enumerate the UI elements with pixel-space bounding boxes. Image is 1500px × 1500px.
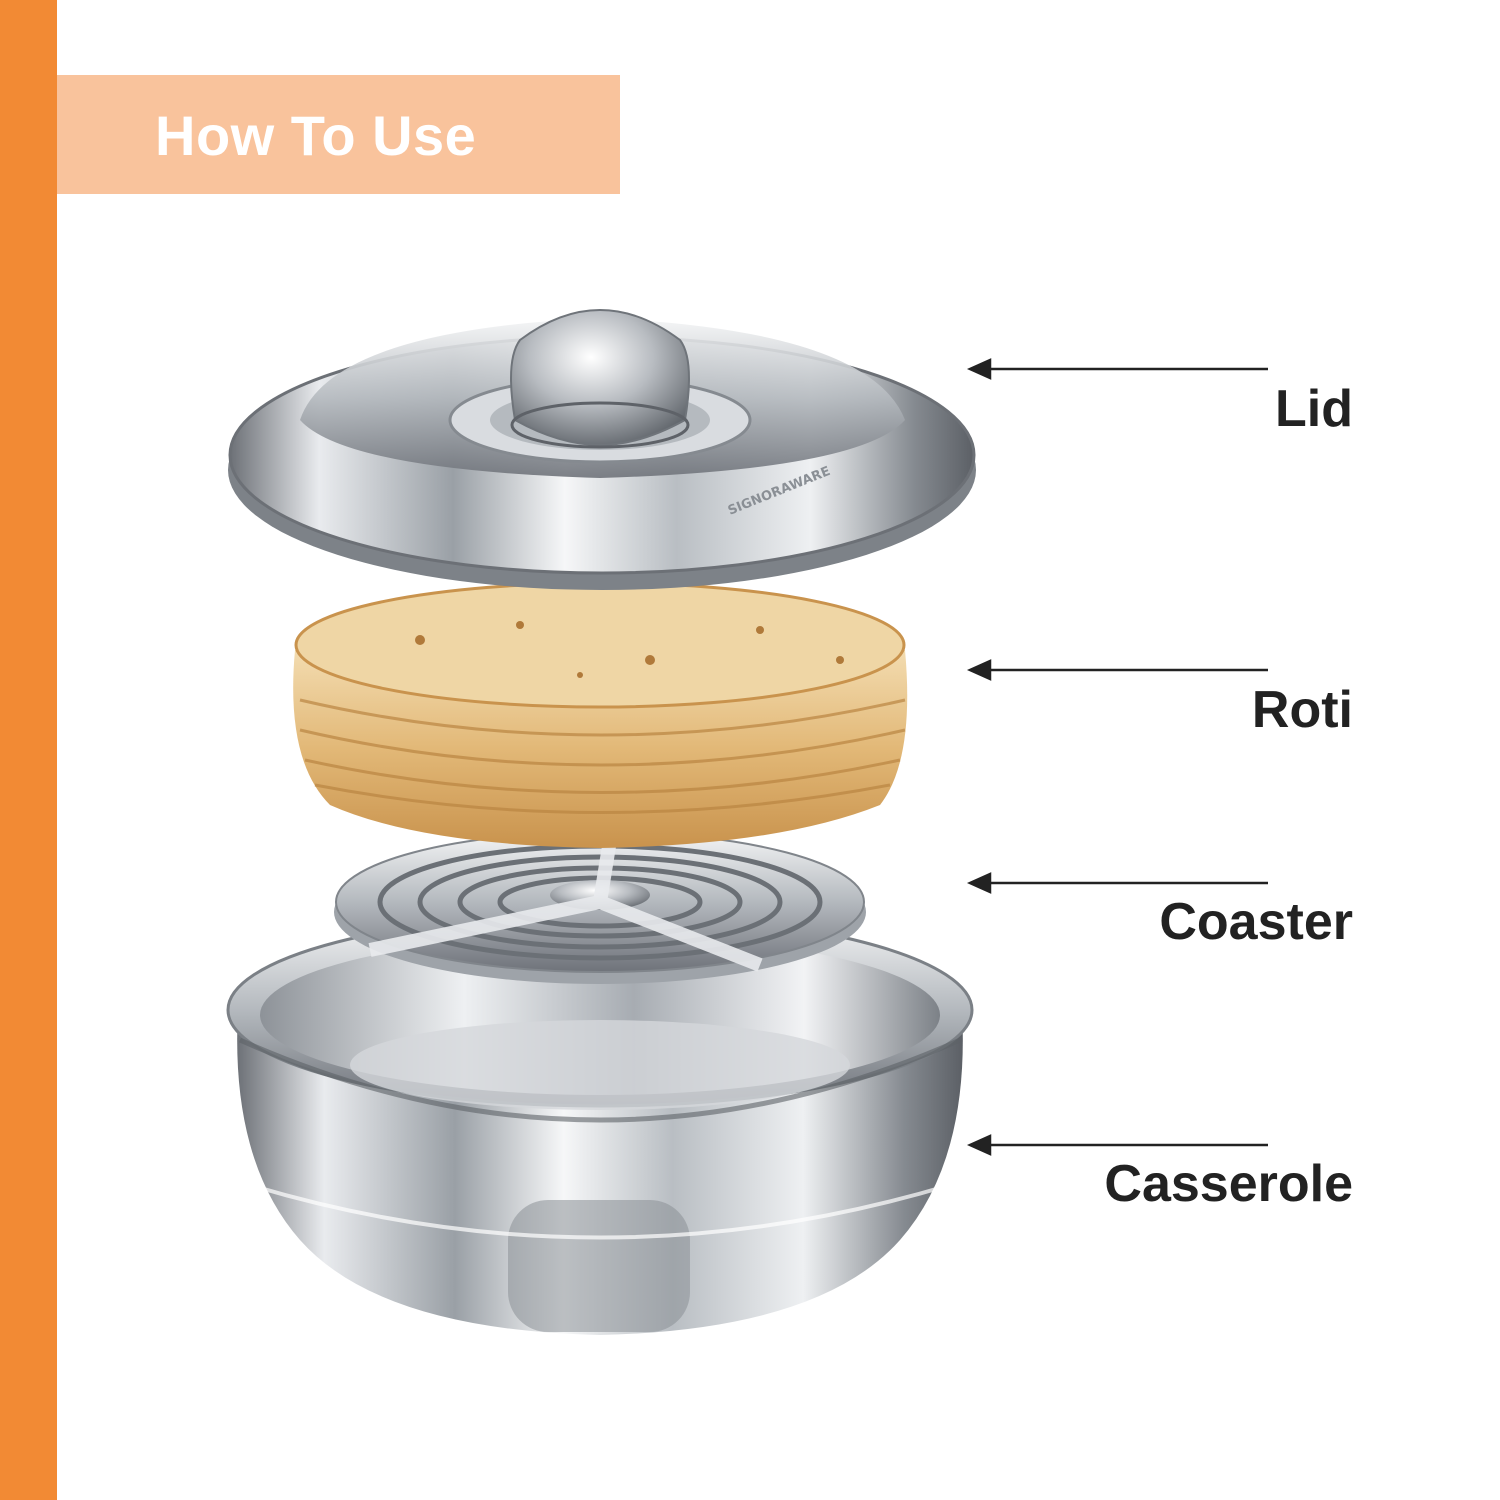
casserole-pointer-arrow (966, 1134, 1268, 1156)
title-banner: How To Use (57, 75, 620, 194)
lid-pointer-arrow (966, 358, 1268, 380)
roti-pointer-arrow (966, 659, 1268, 681)
coaster-pointer-arrow (966, 872, 1268, 894)
roti-stack-illustration (293, 581, 908, 848)
lid-illustration: SIGNORAWARE (228, 308, 976, 590)
roti-label: Roti (1251, 681, 1353, 739)
accent-side-bar (0, 0, 57, 1500)
coaster-label: Coaster (1159, 893, 1353, 951)
casserole-label: Casserole (1104, 1155, 1353, 1213)
coaster-illustration (334, 831, 866, 984)
page-title: How To Use (155, 104, 477, 167)
lid-label: Lid (1275, 380, 1353, 438)
